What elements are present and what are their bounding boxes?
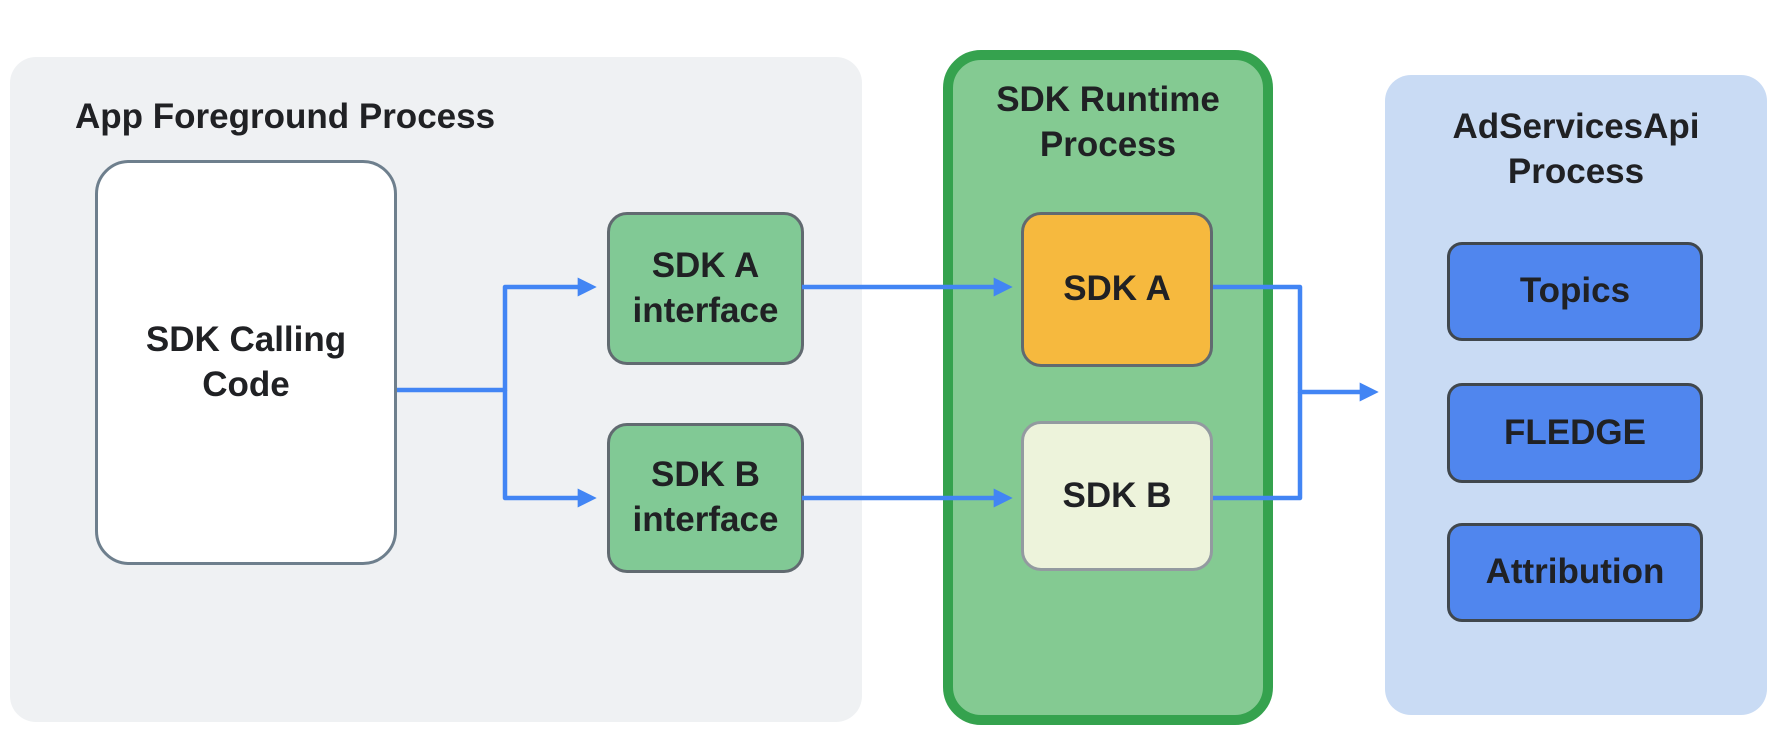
sdk-b-interface-label: SDK B interface (632, 455, 779, 539)
topics-label: Topics (1519, 271, 1631, 311)
fledge-label: FLEDGE (1504, 412, 1646, 452)
adservices-title: AdServicesApi Process (1385, 105, 1767, 195)
sdk-runtime-title-label: SDK Runtime Process (996, 80, 1220, 164)
sdk-runtime-container: SDK Runtime Process SDK A SDK B (943, 50, 1273, 725)
sdk-a-interface-node: SDK A interface (607, 212, 804, 365)
topics-node: Topics (1447, 242, 1703, 341)
attribution-label: Attribution (1485, 552, 1665, 592)
app-foreground-container: App Foreground Process SDK Calling Code … (10, 57, 862, 722)
sdk-b-label: SDK B (1062, 475, 1172, 515)
sdk-calling-code-label: SDK Calling Code (145, 319, 347, 404)
sdk-calling-code-node: SDK Calling Code (95, 160, 397, 565)
app-foreground-title: App Foreground Process (75, 97, 496, 136)
attribution-node: Attribution (1447, 523, 1703, 622)
fledge-node: FLEDGE (1447, 383, 1703, 483)
sdk-b-node: SDK B (1021, 421, 1213, 571)
adservices-container: AdServicesApi Process Topics FLEDGE Attr… (1385, 75, 1767, 715)
sdk-b-interface-node: SDK B interface (607, 423, 804, 573)
sdk-runtime-title: SDK Runtime Process (953, 78, 1263, 168)
sdk-a-node: SDK A (1021, 212, 1213, 367)
sdk-a-interface-label: SDK A interface (632, 245, 779, 330)
adservices-title-label: AdServicesApi Process (1452, 107, 1700, 191)
sdk-a-label: SDK A (1063, 269, 1171, 309)
